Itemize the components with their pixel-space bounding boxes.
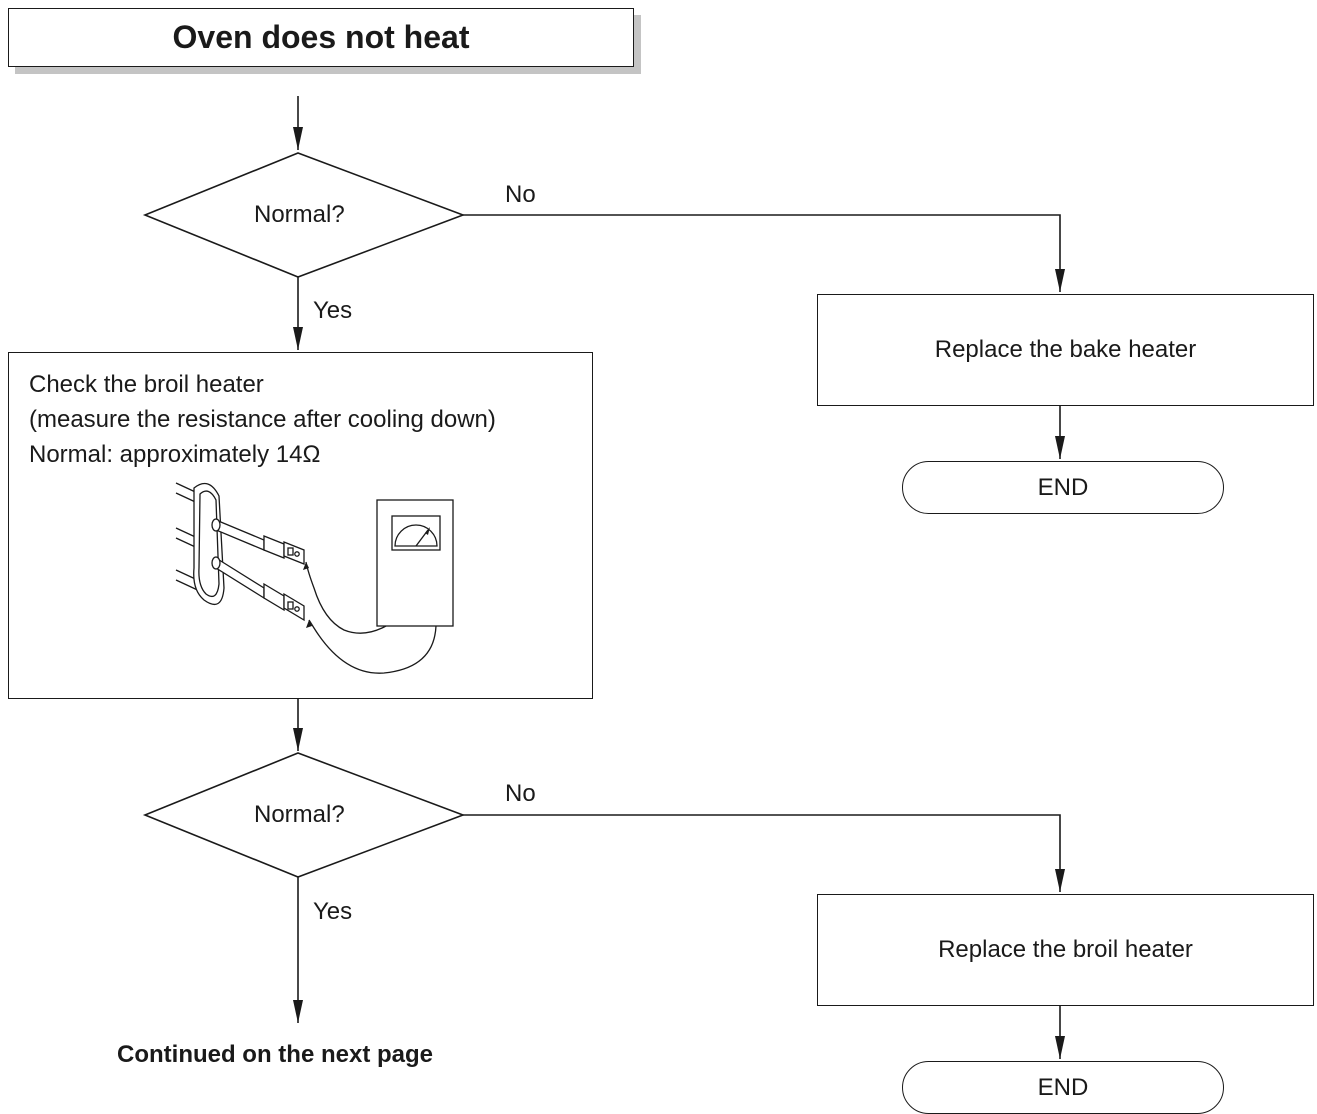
check-step-line3: Normal: approximately 14Ω	[29, 441, 321, 468]
check-step-line1: Check the broil heater	[29, 371, 264, 398]
resistance-measurement-illustration	[175, 482, 454, 674]
continuation-note: Continued on the next page	[117, 1041, 433, 1068]
check-broil-heater-step: Check the broil heater (measure the resi…	[8, 352, 593, 699]
action-replace-bake-heater: Replace the bake heater	[817, 294, 1314, 406]
decision1-no-label: No	[505, 181, 536, 208]
decision2-question: Normal?	[254, 801, 345, 828]
end-terminal-2: END	[902, 1061, 1224, 1114]
decision2-yes-label: Yes	[313, 898, 353, 925]
end-terminal-1: END	[902, 461, 1224, 514]
decision2-no-label: No	[505, 780, 536, 807]
check-step-line2: (measure the resistance after cooling do…	[29, 406, 496, 433]
test-leads	[303, 561, 437, 674]
arrow-decision1-no	[463, 214, 1061, 292]
decision1-yes-label: Yes	[313, 297, 353, 324]
heater-terminal-icon	[175, 482, 305, 622]
action-replace-broil-heater: Replace the broil heater	[817, 894, 1314, 1006]
arrow-decision2-no	[463, 814, 1061, 892]
ohmmeter-icon	[376, 499, 454, 627]
flowchart-title: Oven does not heat	[8, 8, 634, 67]
decision1-question: Normal?	[254, 201, 345, 228]
